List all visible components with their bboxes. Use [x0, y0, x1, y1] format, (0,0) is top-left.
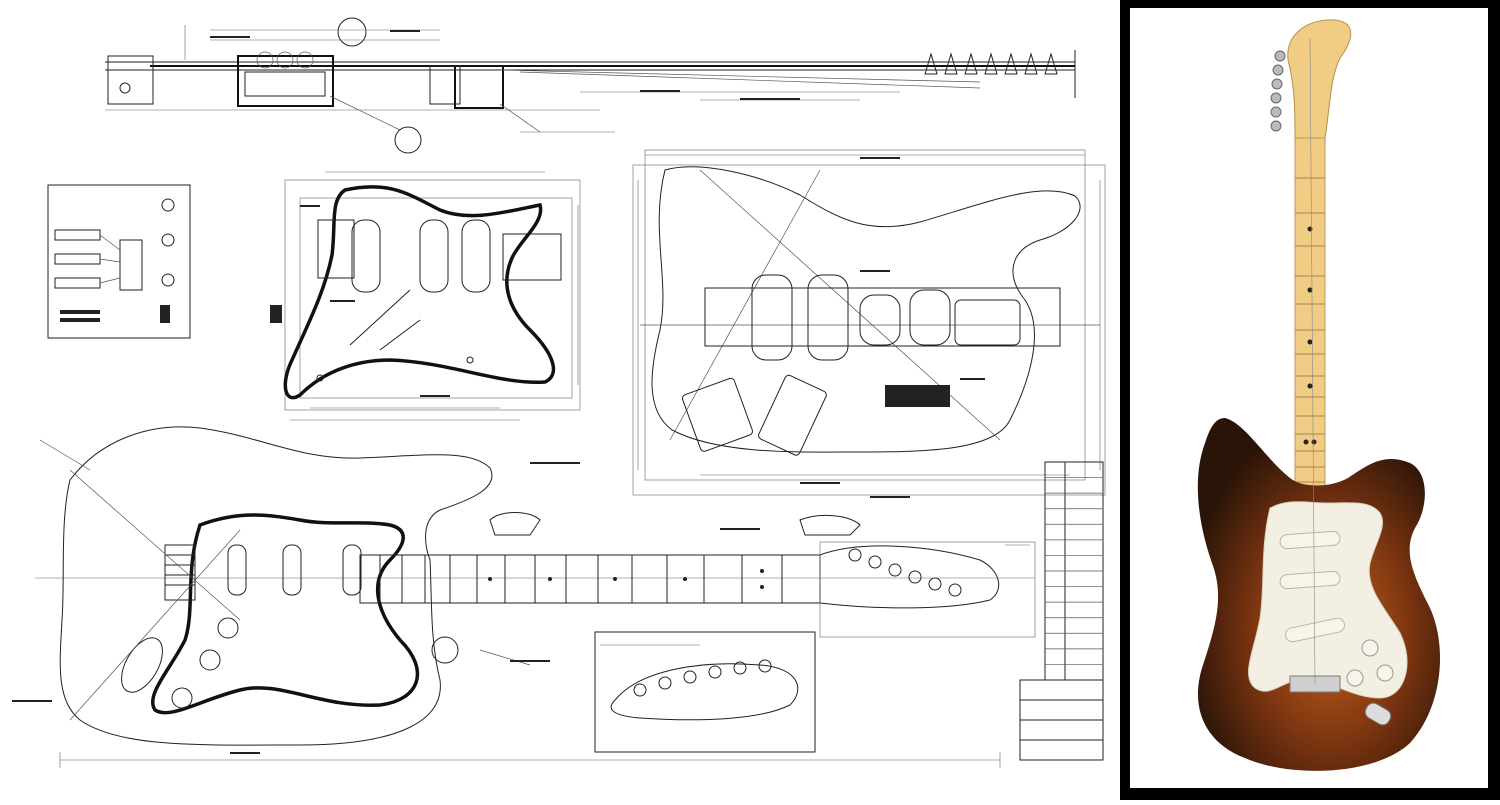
plan-svg — [12, 17, 1106, 768]
wiring-diagram — [47, 184, 191, 339]
jack-plate — [1364, 702, 1392, 726]
fretboard-drawing — [359, 554, 821, 604]
annotation-marks — [12, 30, 985, 754]
product-photo-frame — [1120, 0, 1500, 800]
title-block — [1019, 461, 1104, 761]
fret-markers — [488, 569, 764, 589]
knobs — [1346, 639, 1394, 687]
guitar-plan-drawing — [12, 17, 1106, 768]
pickups — [1279, 530, 1345, 643]
strings — [1309, 37, 1316, 685]
full-guitar-front-view — [35, 426, 1036, 768]
fret-lines — [1295, 177, 1325, 497]
headstock-detail — [594, 631, 816, 753]
tuners-front — [848, 548, 962, 597]
headstock — [1287, 19, 1352, 139]
detail-circle-2 — [337, 17, 367, 47]
tuning-pegs — [1270, 50, 1286, 132]
detail-circle-1 — [394, 126, 422, 154]
frets — [379, 555, 821, 603]
product-photo — [1130, 8, 1488, 788]
neck — [1294, 137, 1326, 529]
tuner-pegs-side — [924, 52, 1058, 75]
neck-side-view — [105, 17, 1076, 154]
body-top-view — [632, 149, 1106, 496]
plan-badge — [885, 385, 950, 407]
guitar-photo-svg — [1197, 19, 1441, 771]
pickguard-drawing — [270, 171, 581, 421]
